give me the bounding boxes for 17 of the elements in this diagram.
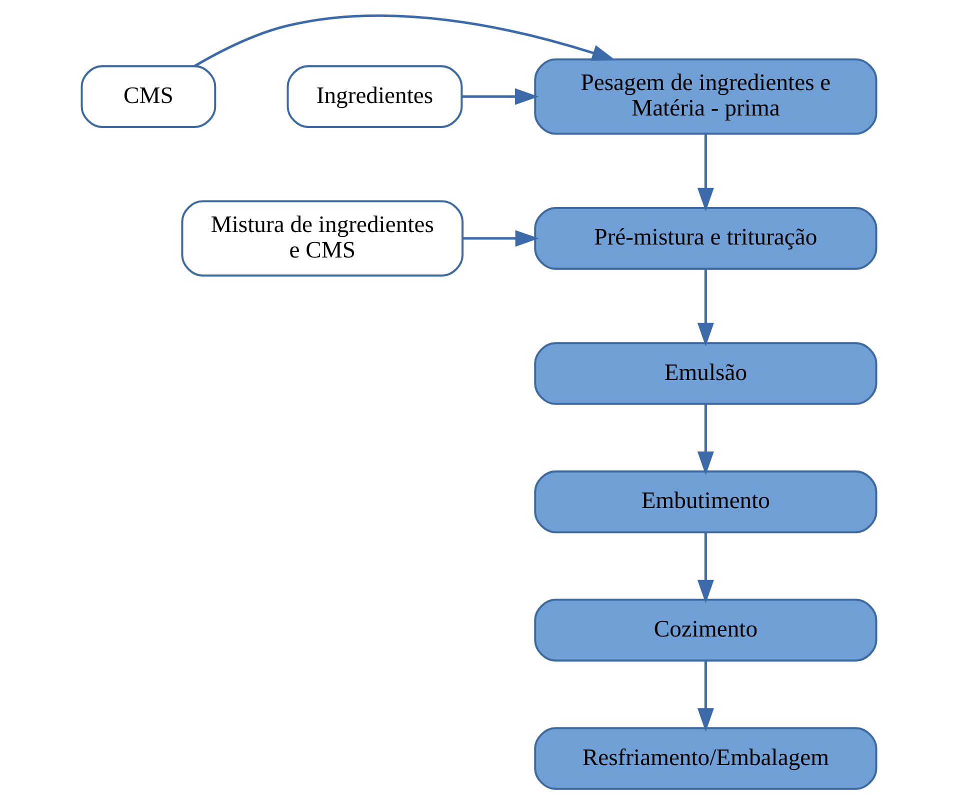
arrow bbox=[697, 660, 714, 732]
node-box: Resfriamento/Embalagem bbox=[534, 727, 878, 790]
arrow bbox=[697, 269, 714, 346]
arrow bbox=[463, 230, 539, 247]
node-box: Embutimento bbox=[534, 470, 878, 534]
node-box: CMS bbox=[80, 65, 216, 128]
arrow bbox=[194, 14, 616, 68]
node-box: Pesagem de ingredientes e Matéria - prima bbox=[534, 58, 878, 135]
node-box: Pré-mistura e trituração bbox=[534, 207, 878, 270]
node-box: Ingredientes bbox=[286, 65, 463, 128]
node-box: Cozimento bbox=[534, 598, 878, 662]
node-box: Emulsão bbox=[534, 342, 878, 405]
arrow bbox=[697, 134, 714, 212]
arrow bbox=[697, 532, 714, 604]
arrow bbox=[697, 404, 714, 476]
arrow bbox=[462, 88, 539, 105]
node-box: Mistura de ingredientes e CMS bbox=[181, 200, 464, 277]
